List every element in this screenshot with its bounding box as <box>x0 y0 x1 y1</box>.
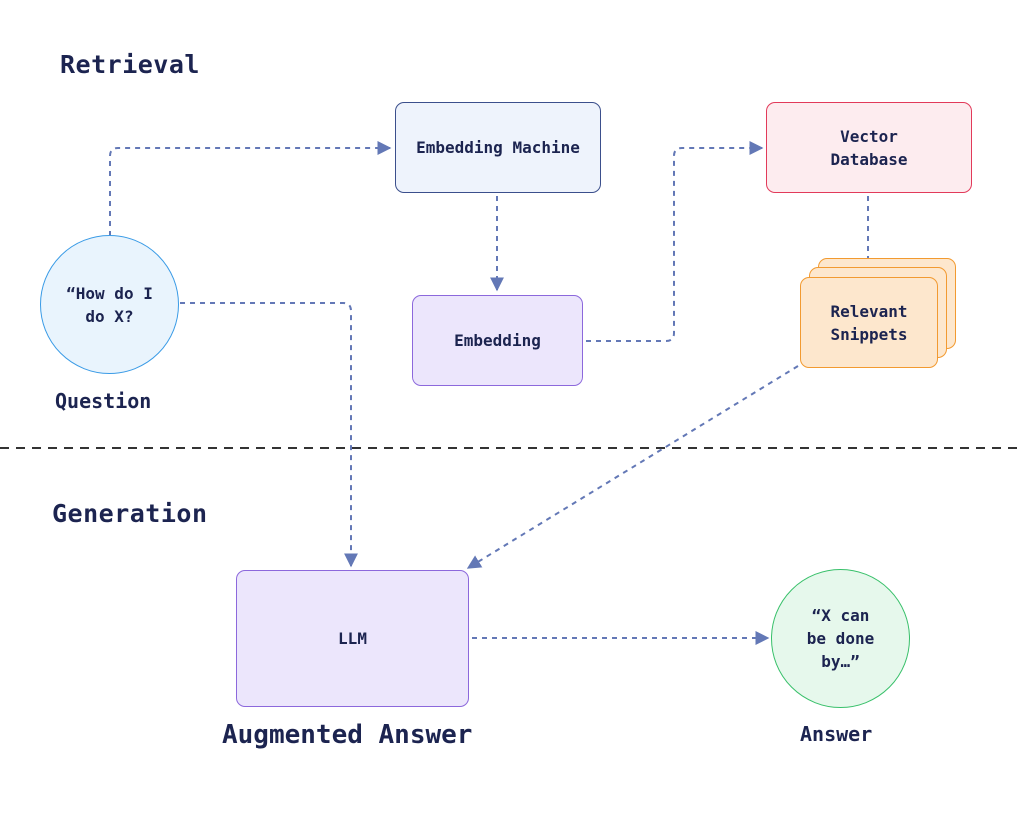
answer-caption: Answer <box>800 722 873 746</box>
retrieval-section-title: Retrieval <box>60 50 200 79</box>
arrow-question-to-embedding-machine <box>109 141 392 236</box>
embedding-machine-node: Embedding Machine <box>395 102 601 193</box>
augmented-answer-caption: Augmented Answer <box>222 720 473 750</box>
vector-database-label: Vector Database <box>830 126 908 169</box>
arrow-question-to-llm <box>180 302 358 568</box>
relevant-snippets-node: Relevant Snippets <box>800 277 938 368</box>
llm-node: LLM <box>236 570 469 707</box>
generation-section-title: Generation <box>52 499 208 528</box>
question-caption: Question <box>55 389 152 413</box>
arrow-snippets-to-llm <box>466 365 799 569</box>
llm-label: LLM <box>338 629 367 648</box>
embedding-node: Embedding <box>412 295 583 386</box>
arrow-embedding-to-vector-database <box>586 141 764 342</box>
answer-bubble: “X can be done by…” <box>771 569 910 708</box>
embedding-label: Embedding <box>454 331 541 350</box>
question-bubble: “How do I do X? <box>40 235 179 374</box>
embedding-machine-label: Embedding Machine <box>416 138 580 157</box>
vector-database-node: Vector Database <box>766 102 972 193</box>
relevant-snippets-label: Relevant Snippets <box>830 301 908 344</box>
